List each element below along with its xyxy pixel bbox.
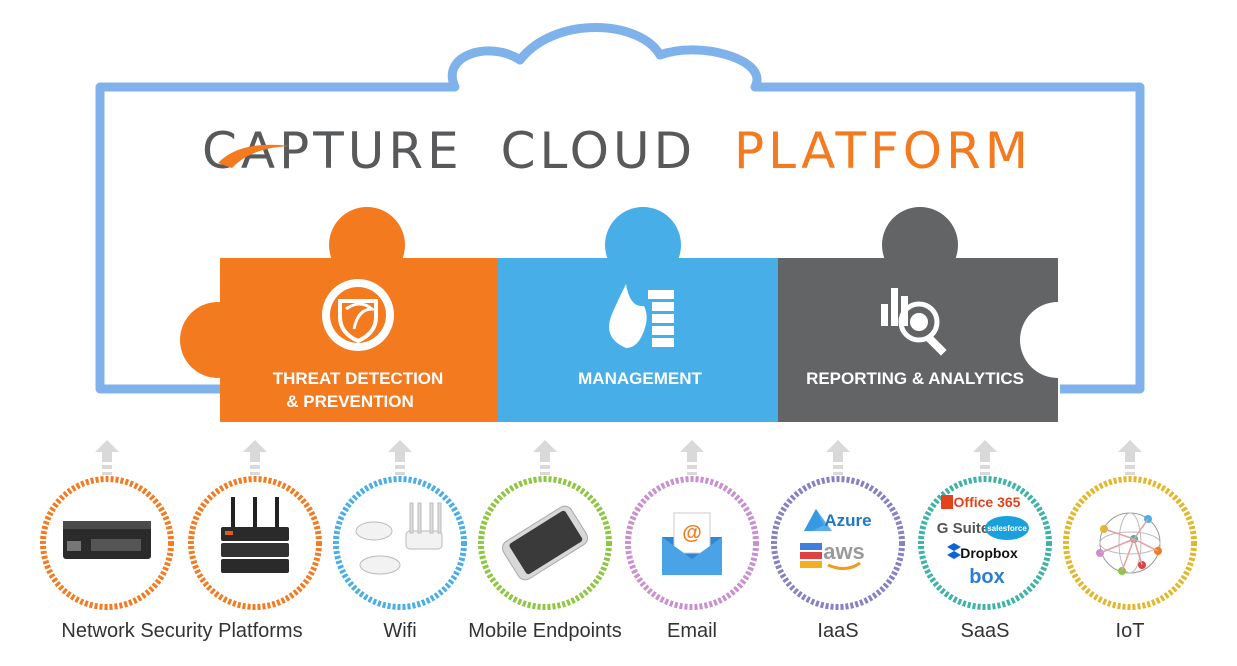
iot-globe-icon — [1096, 512, 1162, 575]
rack-top — [63, 521, 151, 529]
access-points-icon — [355, 502, 443, 575]
shield-icon — [322, 279, 394, 351]
ap-antenna — [429, 502, 434, 534]
title-word-platform: PLATFORM — [734, 122, 1032, 180]
gsuite-wordmark: G Suite — [937, 520, 990, 537]
rack-ports — [91, 539, 141, 551]
rack-appliance-icon — [63, 521, 151, 559]
aws-wordmark: aws — [823, 539, 865, 564]
stack-layer-1 — [800, 543, 822, 550]
analytics-magnifier-icon — [881, 288, 947, 356]
ap-box — [405, 530, 443, 550]
up-arrow-icon — [533, 440, 557, 475]
source-item — [188, 440, 322, 610]
source-ring — [918, 476, 1052, 610]
piece-reporting-tab-top — [882, 207, 958, 283]
office-logo-mark — [941, 495, 953, 509]
piece-reporting-notch-right — [1020, 302, 1096, 378]
platform-title: CAPTURE CLOUD PLATFORM — [202, 122, 1032, 180]
stack-layer-2 — [800, 552, 822, 559]
globe-lat — [1099, 531, 1161, 555]
antenna — [231, 497, 235, 527]
cloud-frame — [95, 23, 1145, 394]
up-arrow-icon — [973, 440, 997, 475]
piece-management-tab-top — [605, 207, 681, 283]
antenna — [275, 497, 279, 527]
piece-threat-label-1: THREAT DETECTION — [273, 369, 444, 388]
puzzle-piece-reporting: REPORTING & ANALYTICS — [778, 207, 1096, 422]
ap-antenna — [409, 502, 414, 534]
rack-panel — [67, 541, 81, 551]
ap-antenna — [437, 502, 442, 534]
source-label: Mobile Endpoints — [468, 620, 621, 642]
dropbox-logo-mark — [947, 543, 961, 559]
router-unit-2 — [221, 543, 289, 557]
source-label: SaaS — [961, 620, 1010, 642]
piece-management-label: MANAGEMENT — [578, 369, 702, 388]
piece-threat-tab-left — [180, 302, 256, 378]
email-envelope-icon: @ — [662, 512, 722, 575]
dropbox-wordmark: Dropbox — [960, 545, 1018, 561]
ap-antenna — [417, 502, 422, 534]
envelope-front — [662, 537, 722, 575]
source-item: Mobile Endpoints — [468, 440, 622, 642]
up-arrow-icon — [680, 440, 704, 475]
source-item: Network Security Platforms — [40, 440, 303, 642]
source-item: IoT — [1063, 440, 1197, 642]
router-led — [225, 531, 233, 535]
source-label: Network Security Platforms — [61, 620, 302, 642]
source-row: Network Security Platforms Wifi Mobile End… — [40, 440, 1197, 642]
source-ring — [333, 476, 467, 610]
router-unit-1 — [221, 527, 289, 541]
salesforce-cloud — [985, 516, 1029, 540]
router-unit-3 — [221, 559, 289, 573]
antenna — [253, 497, 257, 527]
piece-threat-label-2: & PREVENTION — [286, 392, 414, 411]
source-label: Wifi — [383, 620, 416, 642]
at-symbol: @ — [682, 522, 702, 544]
iot-links — [1099, 518, 1159, 572]
piece-reporting-label: REPORTING & ANALYTICS — [806, 369, 1024, 388]
box-wordmark: box — [969, 566, 1005, 588]
source-label: Email — [667, 620, 717, 642]
smartphone-icon — [501, 505, 589, 581]
salesforce-wordmark: salesforce — [987, 524, 1027, 533]
office365-wordmark: Office 365 — [954, 494, 1021, 510]
up-arrow-icon — [95, 440, 119, 475]
aws-smile — [827, 561, 861, 570]
up-arrow-icon — [388, 440, 412, 475]
stack-layer-3 — [800, 561, 822, 568]
phone-screen — [509, 510, 583, 575]
puzzle-piece-threat: THREAT DETECTION & PREVENTION — [180, 207, 538, 422]
up-arrow-icon — [826, 440, 850, 475]
source-ring — [1063, 476, 1197, 610]
ap-disc-1 — [355, 521, 393, 541]
source-label: IaaS — [817, 620, 858, 642]
up-arrow-icon — [1118, 440, 1142, 475]
azure-wordmark: Azure — [824, 511, 871, 530]
letter — [673, 512, 711, 554]
title-swoosh — [218, 144, 290, 168]
cloud-providers-icon: Azure aws — [800, 509, 872, 570]
title-word-cloud: CLOUD — [501, 122, 696, 180]
firewall-icon — [609, 284, 674, 348]
source-item: Wifi — [333, 440, 467, 642]
ap-disc-2 — [359, 555, 401, 575]
firewall-router-icon — [221, 497, 289, 573]
source-ring — [771, 476, 905, 610]
source-label: IoT — [1116, 620, 1145, 642]
puzzle-piece-management: MANAGEMENT — [498, 207, 818, 422]
source-item: @ Email — [625, 440, 759, 642]
up-arrow-icon — [243, 440, 267, 475]
piece-threat-tab-top — [329, 207, 405, 283]
